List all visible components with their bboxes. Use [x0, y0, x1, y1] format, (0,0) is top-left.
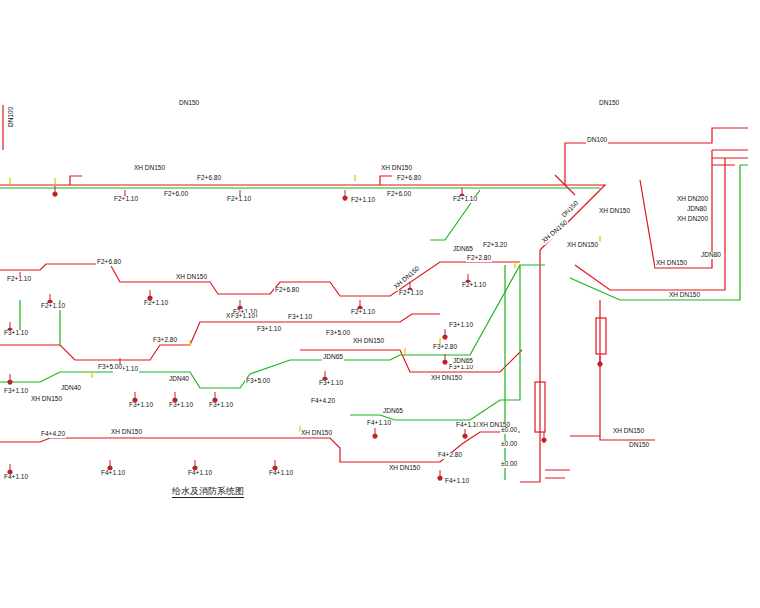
pipe-label: DN100 [8, 106, 15, 128]
pipe-label: F3+1.10 [318, 380, 344, 387]
valve-mark [10, 175, 600, 432]
pipe-label: F4+1.10 [100, 470, 126, 477]
pipe-label: F3+1.10 [448, 364, 474, 371]
pipe-label: JDN40 [60, 385, 82, 392]
pipe-label: XH DN150 [566, 242, 599, 249]
drawing-title: 给水及消防系统图 [172, 486, 244, 498]
pipe-label: JDN65 [452, 246, 474, 253]
pipe-label: JDN40 [168, 376, 190, 383]
fire-pipe [0, 105, 748, 482]
pipe-label: JDN65 [322, 354, 344, 361]
pipe-label: JDN65 [452, 358, 474, 365]
pipe-label: F4+2.80 [437, 452, 463, 459]
pipe-label: F2+3.20 [482, 242, 508, 249]
pipe-label: XH DN150 [175, 274, 208, 281]
pipe-label: F2+6.80 [274, 287, 300, 294]
pipe-label: F2+1.10 [6, 276, 32, 283]
pipe-label: F2+1.10 [113, 196, 139, 203]
pipe-label: F2+1.10 [398, 290, 424, 297]
pipe-label: F2+1.10 [452, 196, 478, 203]
pipe-label: F4+1.10 [268, 470, 294, 477]
pipe-label: F2+6.00 [386, 191, 412, 198]
pipe-label: XH DN200 [676, 196, 709, 203]
pipe-label: XH DN150 [300, 430, 333, 437]
water-supply-pipe [0, 165, 748, 480]
pipe-label: F3+2.80 [152, 337, 178, 344]
pipe-label: F2+1.10 [226, 196, 252, 203]
pipe-label: F3+1.10 [230, 313, 256, 320]
pipe-label: F2+6.00 [163, 191, 189, 198]
pipe-label: F4+1.10 [3, 474, 29, 481]
pipe-label: F4+1.10 [366, 420, 392, 427]
pipe-label: DN150 [178, 100, 200, 107]
pipe-label: F3+1.10 [3, 388, 29, 395]
pipe-label: F4+1.10 [444, 478, 470, 485]
pipe-label: XH DN150 [380, 165, 413, 172]
pipe-label: F3+1.10 [168, 402, 194, 409]
pipe-label: DN150 [598, 100, 620, 107]
pipe-label: F3+1.10 [448, 322, 474, 329]
pipe-label: XH DN150 [668, 292, 701, 299]
pipe-label: XH DN150 [598, 208, 631, 215]
pipe-label: DN150 [560, 199, 580, 219]
pipe-label: XH DN150 [430, 375, 463, 382]
pipe-label: F2+6.80 [396, 175, 422, 182]
pipe-label: JDN80 [700, 252, 722, 259]
pipe-label: F2+1.10 [350, 309, 376, 316]
pipe-label: F2+1.10 [143, 300, 169, 307]
pipe-label: F2+6.80 [196, 175, 222, 182]
pipe-label: F2+2.80 [466, 255, 492, 262]
pipe-label: F2+6.80 [96, 259, 122, 266]
pipe-label: XH DN150 [133, 165, 166, 172]
pipe-label: JDN80 [686, 206, 708, 213]
pipe-label: F3+5.00 [325, 330, 351, 337]
pipe-label: XH DN150 [388, 465, 421, 472]
pipe-label: F4+4.20 [310, 398, 336, 405]
pipe-label: F3+1.10 [256, 326, 282, 333]
pipe-label: F4+4.20 [40, 431, 66, 438]
pipe-label: XH DN200 [676, 216, 709, 223]
pipe-label: XH DN150 [655, 260, 688, 267]
pipe-label: F3+1.10 [3, 330, 29, 337]
pipe-label: F3+5.00 [97, 364, 123, 371]
pipe-label: DN100 [586, 137, 608, 144]
pipe-label: XH DN150 [612, 428, 645, 435]
pipe-label: F2+1.10 [461, 282, 487, 289]
pipe-label: XH DN150 [30, 396, 63, 403]
pipe-label: F3+1.10 [208, 402, 234, 409]
pipe-label: ±0.00 [500, 441, 518, 448]
pipe-label: XH DN150 [352, 338, 385, 345]
pipe-label: F2+1.10 [40, 303, 66, 310]
sprinkler-symbol [8, 186, 603, 481]
pipe-label: XH DN150 [110, 429, 143, 436]
pipe-label: JDN65 [382, 408, 404, 415]
pipe-label: F3+1.10 [128, 402, 154, 409]
pipe-label: F4+1.10 [187, 470, 213, 477]
pipe-label: F3+5.00 [245, 378, 271, 385]
pipe-label: F3+2.80 [432, 344, 458, 351]
pipe-label: ±0.00 [500, 427, 518, 434]
pipe-label: DN150 [628, 442, 650, 449]
pipe-label: F2+1.10 [350, 197, 376, 204]
pipe-label: ±0.00 [500, 461, 518, 468]
pipe-label: F3+1.10 [287, 314, 313, 321]
pipe-label: XH DN150 [392, 265, 422, 291]
